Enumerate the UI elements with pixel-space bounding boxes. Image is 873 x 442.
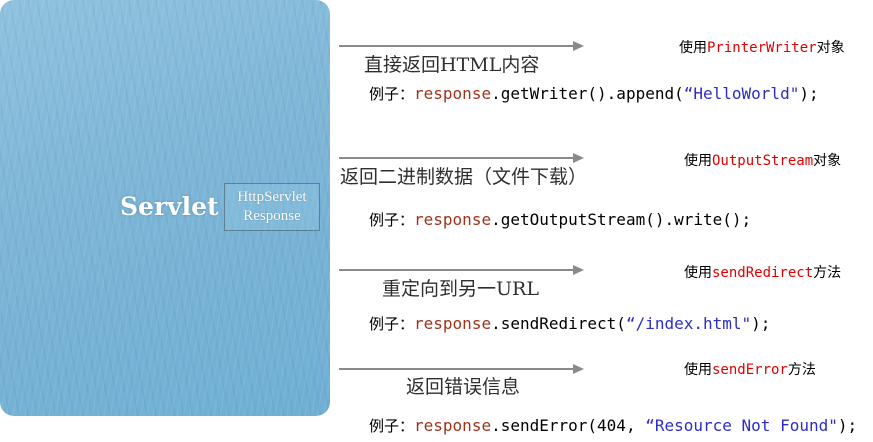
servlet-panel: [0, 0, 330, 416]
code-call: .sendError(404,: [491, 416, 646, 435]
code-argument: “Resource Not Found": [645, 416, 838, 435]
example-prefix: 例子：: [369, 85, 415, 103]
example-code-binary: 例子：response.getOutputStream().write();: [369, 209, 751, 230]
usage-prefix: 使用: [684, 265, 712, 281]
servlet-title: Servlet: [120, 192, 219, 221]
category-label-error: 返回错误信息: [406, 376, 521, 398]
usage-suffix: 方法: [813, 265, 842, 281]
category-label-binary: 返回二进制数据（文件下载）: [340, 166, 588, 188]
code-argument: “/index.html": [625, 314, 752, 333]
example-code-html: 例子：response.getWriter().append(“HelloWor…: [369, 83, 819, 104]
code-argument: “HelloWorld": [683, 84, 800, 103]
usage-note-printwriter: 使用PrinterWriter对象: [679, 37, 845, 57]
code-end: );: [837, 416, 858, 435]
code-object: response: [414, 314, 492, 333]
code-end: );: [751, 314, 771, 333]
example-prefix: 例子：: [369, 417, 415, 435]
code-end: );: [799, 84, 819, 103]
usage-highlight: PrinterWriter: [707, 40, 817, 56]
code-call: .getWriter().append(: [491, 84, 684, 103]
example-code-redirect: 例子：response.sendRedirect(“/index.html");: [369, 313, 770, 334]
usage-suffix: 对象: [813, 153, 842, 169]
response-box-line1: HttpServlet: [237, 189, 307, 205]
code-object: response: [414, 210, 492, 229]
category-label-redirect: 重定向到另一URL: [382, 278, 539, 300]
usage-highlight: sendRedirect: [712, 265, 814, 281]
category-label-html: 直接返回HTML内容: [364, 54, 540, 76]
code-object: response: [414, 84, 492, 103]
usage-suffix: 方法: [787, 362, 816, 378]
usage-note-senderror: 使用sendError方法: [684, 359, 816, 379]
code-object: response: [414, 416, 492, 435]
response-box-line2: Response: [243, 208, 301, 224]
usage-note-sendredirect: 使用sendRedirect方法: [684, 262, 841, 282]
code-call: .sendRedirect(: [491, 314, 626, 333]
example-code-error: 例子：response.sendError(404, “Resource Not…: [369, 415, 857, 436]
usage-prefix: 使用: [684, 362, 712, 378]
usage-highlight: sendError: [712, 362, 788, 378]
example-prefix: 例子：: [369, 211, 415, 229]
usage-suffix: 对象: [816, 40, 845, 56]
usage-highlight: OutputStream: [712, 153, 814, 169]
usage-prefix: 使用: [684, 153, 712, 169]
code-call: .getOutputStream().write();: [491, 210, 752, 229]
usage-note-outputstream: 使用OutputStream对象: [684, 150, 841, 170]
http-servlet-response-box: HttpServlet Response: [224, 183, 320, 231]
example-prefix: 例子：: [369, 315, 415, 333]
usage-prefix: 使用: [679, 40, 707, 56]
